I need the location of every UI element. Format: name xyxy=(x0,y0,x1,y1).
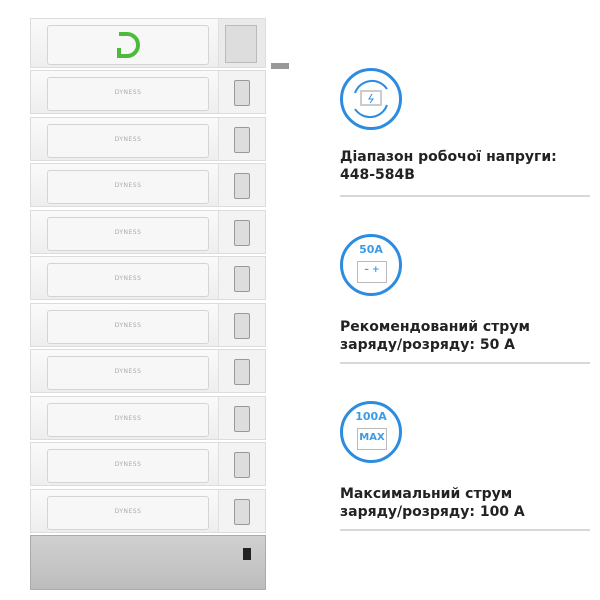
front-panel: DYNESS xyxy=(47,77,209,111)
brand-label: DYNESS xyxy=(114,228,142,236)
battery-module: DYNESS xyxy=(30,256,266,300)
feature-text: Максимальний струм заряду/розряду: 100 А xyxy=(340,486,525,520)
battery-module: DYNESS xyxy=(30,302,266,347)
side-panel xyxy=(218,257,265,299)
front-panel: DYNESS xyxy=(47,449,209,483)
battery-module: DYNESS xyxy=(30,209,266,254)
connector-panel xyxy=(218,19,265,67)
module-switch xyxy=(234,312,250,339)
brand-label: DYNESS xyxy=(114,275,142,282)
front-panel: DYNESS xyxy=(47,309,209,344)
handle xyxy=(271,63,289,69)
brand-label: DYNESS xyxy=(114,461,142,468)
battery-module: DYNESS xyxy=(30,70,266,114)
module-switch xyxy=(234,219,250,246)
module-switch xyxy=(234,173,250,199)
side-panel xyxy=(218,71,265,113)
battery-module: DYNESS xyxy=(30,116,266,161)
terminal-box xyxy=(225,25,257,63)
battery-module: DYNESS xyxy=(30,488,266,533)
module-switch xyxy=(234,452,250,478)
front-panel xyxy=(47,25,209,65)
front-panel: DYNESS xyxy=(47,495,209,530)
module-switch xyxy=(234,126,250,153)
brand-label: DYNESS xyxy=(114,321,142,329)
base-switch xyxy=(243,548,251,560)
front-panel: DYNESS xyxy=(47,402,209,437)
side-panel xyxy=(218,164,265,206)
side-panel xyxy=(218,350,265,392)
front-panel: DYNESS xyxy=(47,216,209,251)
module-switch xyxy=(234,498,250,525)
logo-icon xyxy=(117,32,140,58)
battery-module: DYNESS xyxy=(30,395,266,440)
front-panel: DYNESS xyxy=(47,263,209,297)
brand-label: DYNESS xyxy=(114,135,142,143)
battery-outline: MAX xyxy=(357,428,387,450)
front-panel: DYNESS xyxy=(47,123,209,158)
battery-stack-image: DYNESS DYNESS DYNESS DYNESS DYNESS DYNESS DYNE… xyxy=(30,18,289,590)
divider xyxy=(340,529,590,531)
brand-label: DYNESS xyxy=(114,182,142,189)
module-switch xyxy=(234,80,250,106)
side-panel xyxy=(218,489,265,532)
side-panel xyxy=(218,396,265,439)
icon-label: 100A xyxy=(355,410,387,423)
battery-50a-icon: 50A – + xyxy=(340,234,402,296)
icon-label: 50A xyxy=(359,243,383,256)
battery-cycle-icon xyxy=(340,68,402,130)
battery-outline: – + xyxy=(357,261,387,283)
terminals: – + xyxy=(364,265,380,275)
feature-text: Рекомендований струм заряду/розряду: 50 … xyxy=(340,319,530,353)
brand-label: DYNESS xyxy=(114,414,142,422)
front-panel: DYNESS xyxy=(47,356,209,390)
module-switch xyxy=(234,359,250,385)
battery-module: DYNESS xyxy=(30,163,266,207)
battery-module: DYNESS xyxy=(30,349,266,393)
side-panel xyxy=(218,210,265,253)
brand-label: DYNESS xyxy=(114,507,142,515)
divider xyxy=(340,362,590,364)
divider xyxy=(340,195,590,197)
base-unit xyxy=(30,535,266,590)
battery-100a-max-icon: 100A MAX xyxy=(340,401,402,463)
side-panel xyxy=(218,443,265,485)
front-panel: DYNESS xyxy=(47,170,209,204)
module-switch xyxy=(234,266,250,292)
feature-text: Діапазон робочої напруги: 448-584В xyxy=(340,149,557,183)
brand-label: DYNESS xyxy=(114,368,142,375)
icon-sublabel: MAX xyxy=(359,432,385,443)
side-panel xyxy=(218,303,265,346)
control-module xyxy=(30,18,289,69)
battery-module: DYNESS xyxy=(30,442,266,486)
module-switch xyxy=(234,405,250,432)
brand-label: DYNESS xyxy=(114,89,142,96)
side-panel xyxy=(218,117,265,160)
